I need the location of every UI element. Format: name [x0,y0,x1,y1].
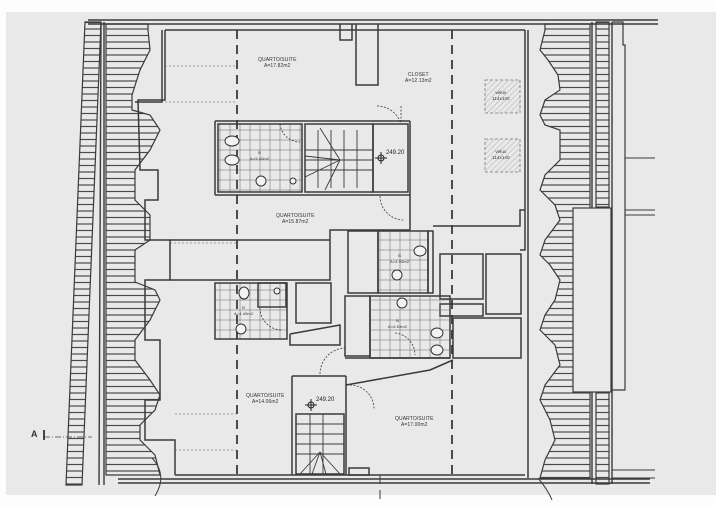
room-name: QUARTO/SUITE [395,416,434,422]
left-roof-hatch [105,23,161,476]
bath-name: B [396,318,399,323]
room-area: A=12.13m2 [405,78,432,84]
section-line [43,430,92,440]
velux-size: 114x140 [492,96,510,101]
room-area: A=15.87m2 [281,219,309,225]
velux-label-1: velux 114x140 [492,90,510,102]
bath-area: A=4.49m2 [234,311,254,316]
bath-label-3: B A=4.49m2 [234,305,253,317]
section-marker-label: A [31,429,38,439]
bath-label-2: B A=4.00m2 [390,253,409,265]
velux-size: 114x140 [492,155,510,160]
velux-label-2: velux 114x140 [492,149,510,161]
elevation-label-1: 249.20 [386,150,405,156]
bath-label-4: B A=6.59m2 [388,318,407,330]
room-label-suite-2: QUARTO/SUITE A=15.87m2 [276,213,315,225]
room-name: QUARTO/SUITE [246,393,285,399]
left-roof-edge [65,21,105,486]
upper-stair [304,127,373,191]
velux-name: velux [495,90,507,95]
room-label-suite-4: QUARTO/SUITE A=17.00m2 [395,416,434,428]
room-label-suite-1: QUARTO/SUITE A=17.82m2 [258,57,297,69]
bath-area: A=6.59m2 [388,324,408,329]
velux-name: velux [495,149,507,154]
velux-skylights [484,79,521,173]
paper-sheet [6,12,716,506]
room-label-suite-3: QUARTO/SUITE A=14.06m2 [246,393,285,405]
right-roof-hatch [539,21,655,485]
bath-name: B [242,305,245,310]
roof-projection-lines [236,30,453,500]
room-area: A=14.06m2 [251,399,279,405]
room-name: CLOSET [408,72,429,78]
bath-area: A=5.40m2 [250,156,270,161]
bath-area: A=4.00m2 [390,259,410,264]
elevation-markers [305,152,387,411]
bath-label-1: B A=5.40m2 [250,150,269,162]
lower-stair [296,414,344,475]
elevation-label-2: 249.20 [316,397,335,403]
bath-name: B [398,253,401,258]
door-swings [259,105,416,410]
bath-name: B [258,150,261,155]
room-area: A=17.00m2 [400,422,428,428]
room-area: A=17.82m2 [263,63,291,69]
room-name: QUARTO/SUITE [258,57,297,63]
fixtures [224,135,444,356]
room-name: QUARTO/SUITE [276,213,315,219]
room-label-closet: CLOSET A=12.13m2 [405,72,432,84]
